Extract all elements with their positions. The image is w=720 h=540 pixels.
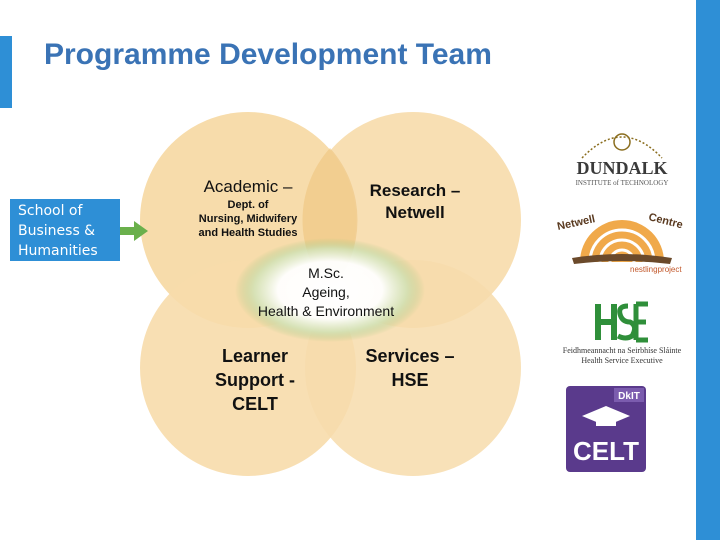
learner-line-2: Support - — [215, 370, 295, 390]
netwell-logo: Netwell Centre nestlingproject — [556, 211, 684, 274]
dundalk-name: DUNDALK — [576, 158, 667, 178]
school-line-2: Business & — [18, 223, 96, 239]
slide-title: Programme Development Team — [44, 38, 492, 71]
learner-line-3: CELT — [232, 394, 278, 414]
academic-dept: Dept. of Nursing, Midwifery and Health S… — [178, 198, 318, 240]
left-accent-bar — [0, 36, 12, 108]
services-label: Services – HSE — [340, 344, 480, 392]
learner-line-1: Learner — [221, 346, 289, 366]
school-box: School of Business & Humanities — [10, 199, 120, 261]
center-glow — [235, 238, 425, 342]
celt-logo: DkIT CELT — [566, 386, 646, 472]
celt-text: CELT — [573, 436, 639, 466]
services-line-1: Services – — [365, 346, 455, 366]
right-accent-bar — [696, 0, 720, 540]
dept-line-1: Dept. of — [227, 199, 269, 211]
school-line-3: Humanities — [18, 243, 98, 259]
research-line-1: Research – — [369, 181, 461, 200]
school-line-1: School of — [18, 203, 83, 219]
dundalk-sub: INSTITUTE of TECHNOLOGY — [576, 179, 669, 187]
research-line-2: Netwell — [385, 203, 445, 222]
research-label: Research – Netwell — [340, 180, 490, 224]
learner-label: Learner Support - CELT — [195, 344, 315, 416]
center-line-2: Ageing, — [302, 284, 350, 300]
celt-badge: DkIT — [618, 391, 640, 402]
hse-english: Health Service Executive — [581, 356, 663, 365]
dept-line-2: Nursing, Midwifery — [198, 213, 298, 225]
netwell-right: Centre — [647, 211, 684, 231]
hse-logo: Feidhmeannacht na Seirbhíse Sláinte Heal… — [563, 300, 682, 365]
netwell-tag: nestlingproject — [630, 265, 682, 274]
dept-line-3: and Health Studies — [198, 227, 298, 239]
center-line-1: M.Sc. — [308, 265, 344, 281]
center-line-3: Health & Environment — [257, 303, 395, 319]
services-line-2: HSE — [391, 370, 429, 390]
netwell-left: Netwell — [556, 213, 596, 233]
center-label: M.Sc. Ageing, Health & Environment — [236, 264, 416, 321]
dundalk-logo: DUNDALK INSTITUTE of TECHNOLOGY — [576, 133, 669, 187]
hse-irish: Feidhmeannacht na Seirbhíse Sláinte — [563, 346, 682, 355]
academic-title: Academic – — [203, 177, 293, 196]
arrow-right-icon — [120, 221, 148, 241]
